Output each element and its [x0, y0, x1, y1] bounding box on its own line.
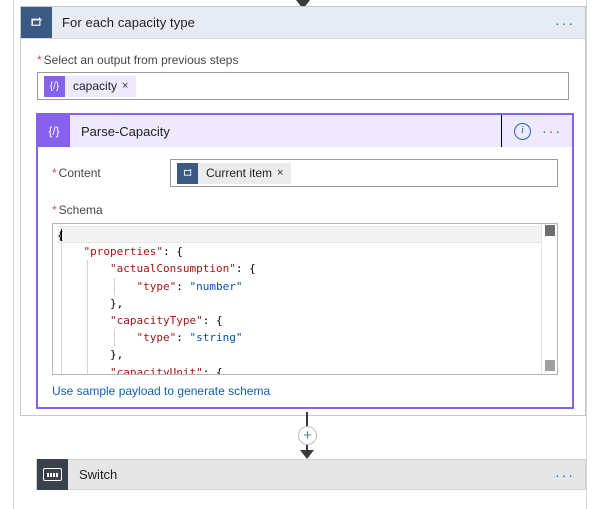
code-line: "properties": { — [57, 243, 542, 261]
select-output-input[interactable]: {/} capacity × — [37, 72, 569, 100]
code-line-text: { — [57, 229, 64, 242]
code-line: "actualConsumption": { — [57, 260, 542, 278]
switch-icon — [37, 459, 68, 490]
content-input[interactable]: Current item × — [170, 159, 558, 187]
vertical-scrollbar[interactable] — [541, 224, 557, 374]
code-line: }, — [57, 294, 542, 312]
code-line-text: }, — [109, 348, 124, 362]
indent-guide — [61, 243, 62, 261]
schema-label: *Schema — [52, 203, 558, 217]
switch-card[interactable]: Switch ··· — [36, 459, 586, 490]
code-line-text: "type": "number" — [136, 279, 243, 293]
scope-rail-left — [13, 0, 14, 509]
indent-guide — [87, 329, 89, 347]
indent-guide — [61, 329, 62, 347]
code-line: "capacityUnit": { — [57, 363, 542, 375]
indent-guide — [113, 329, 115, 347]
required-asterisk-schema: * — [52, 203, 57, 217]
schema-editor[interactable]: { "properties": { "actualConsumption": {… — [52, 223, 558, 375]
capacity-token-label: capacity — [73, 79, 118, 93]
scrollbar-thumb-top[interactable] — [545, 225, 555, 236]
schema-label-text: Schema — [58, 203, 103, 217]
code-line: "type": "string" — [57, 329, 542, 347]
indent-guide — [61, 260, 62, 278]
use-sample-payload-link[interactable]: Use sample payload to generate schema — [52, 384, 271, 398]
parse-capacity-title: Parse-Capacity — [81, 123, 170, 139]
switch-overflow-menu-button[interactable]: ··· — [555, 466, 575, 483]
foreach-card-body: *Select an output from previous steps {/… — [21, 39, 585, 100]
parse-capacity-actions: i ··· — [502, 122, 572, 140]
parse-capacity-card[interactable]: {/} Parse-Capacity i ··· *Content — [36, 113, 574, 409]
current-item-token-remove-icon[interactable]: × — [277, 167, 284, 179]
arrow-down-icon-bottom — [300, 450, 314, 459]
arrow-down-icon-top — [296, 0, 310, 9]
foreach-card-header[interactable]: For each capacity type ··· — [21, 7, 585, 39]
switch-card-title: Switch — [79, 467, 118, 482]
code-line: { — [57, 226, 542, 244]
code-line-text: "capacityType": { — [109, 313, 223, 327]
loop-icon — [21, 7, 52, 38]
connector-stem-mid — [306, 412, 308, 428]
parse-capacity-title-area[interactable]: {/} Parse-Capacity — [38, 115, 502, 147]
content-field-row: *Content Current item — [52, 159, 558, 187]
indent-guide — [61, 294, 62, 312]
indent-guide — [61, 346, 62, 364]
parse-capacity-header[interactable]: {/} Parse-Capacity i ··· — [38, 115, 572, 147]
code-line: }, — [57, 346, 542, 364]
code-line: "capacityType": { — [57, 311, 542, 330]
code-line-text: }, — [109, 296, 124, 310]
current-item-token[interactable]: Current item × — [177, 162, 292, 184]
scrollbar-thumb-bottom[interactable] — [545, 360, 555, 371]
indent-guide — [87, 277, 89, 295]
content-label: *Content — [52, 166, 170, 180]
schema-editor-code[interactable]: { "properties": { "actualConsumption": {… — [53, 224, 542, 374]
parse-capacity-body: *Content Current item — [38, 147, 572, 398]
code-line-text: "properties": { — [83, 245, 183, 259]
expression-icon: {/} — [44, 75, 65, 97]
code-line-text: "actualConsumption": { — [109, 262, 256, 276]
connector-stem-bottom — [306, 445, 308, 453]
indent-guide — [113, 277, 115, 295]
indent-guide — [87, 294, 89, 312]
code-line: "type": "number" — [57, 277, 542, 295]
content-label-text: Content — [58, 166, 101, 180]
indent-guide — [61, 363, 62, 374]
text-cursor — [61, 229, 62, 241]
select-output-label: *Select an output from previous steps — [37, 53, 569, 67]
required-asterisk-content: * — [52, 166, 57, 180]
info-icon[interactable]: i — [514, 122, 531, 140]
indent-guide — [87, 260, 89, 278]
indent-guide — [61, 311, 62, 330]
indent-guide — [87, 311, 89, 330]
code-line-text: "capacityUnit": { — [109, 365, 223, 375]
indent-guide — [87, 363, 89, 374]
foreach-overflow-menu-button[interactable]: ··· — [555, 14, 575, 31]
required-asterisk-select-output: * — [37, 53, 42, 67]
capacity-token-remove-icon[interactable]: × — [122, 80, 129, 92]
foreach-card-title: For each capacity type — [62, 15, 195, 30]
scope-rail-right — [586, 0, 587, 509]
expression-icon-parse: {/} — [38, 115, 70, 147]
parse-overflow-menu-button[interactable]: ··· — [542, 123, 562, 139]
select-output-label-text: Select an output from previous steps — [43, 53, 239, 67]
indent-guide — [87, 346, 89, 364]
capacity-token[interactable]: {/} capacity × — [44, 75, 137, 97]
loop-icon-token — [177, 162, 198, 184]
code-line-text: "type": "string" — [136, 331, 243, 345]
expression-icon-glyph: {/} — [48, 124, 60, 138]
indent-guide — [61, 277, 62, 295]
switch-glyph — [43, 468, 62, 481]
add-step-button[interactable]: + — [298, 426, 317, 445]
current-item-token-label: Current item — [206, 166, 273, 180]
